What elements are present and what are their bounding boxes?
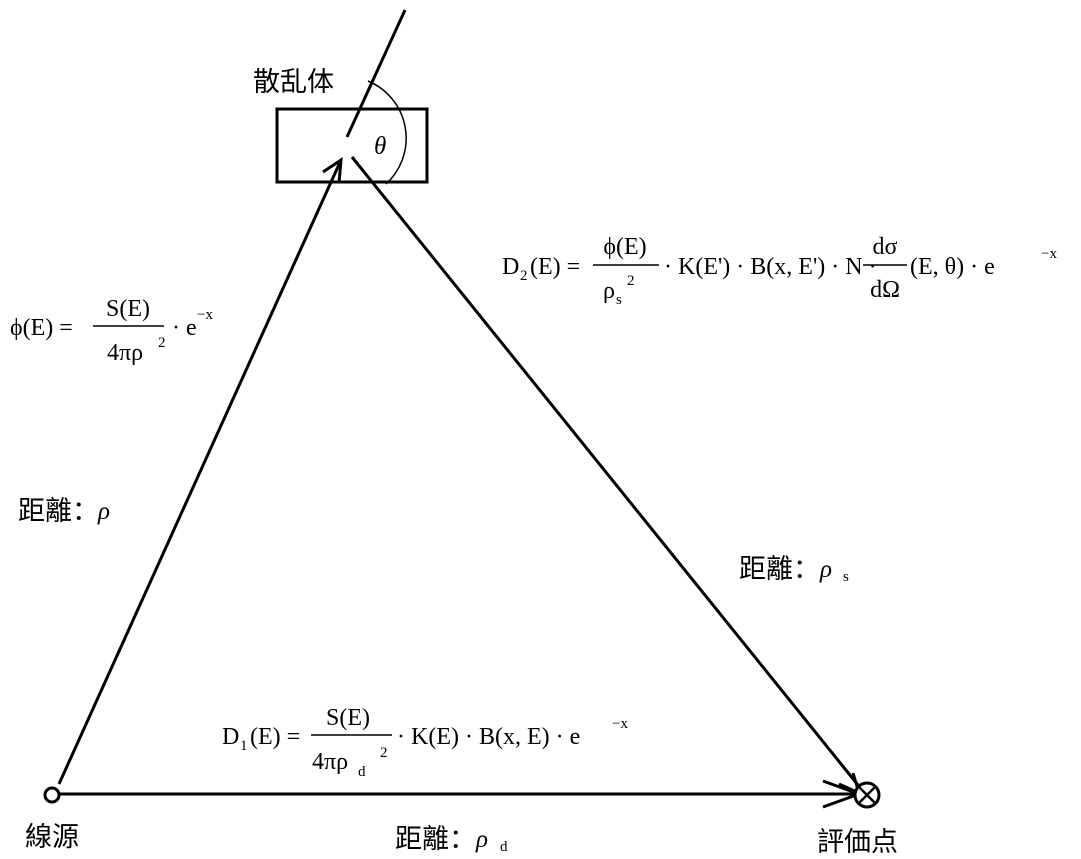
scatterer-box <box>275 107 429 184</box>
d1-formula: D 1 (E) = S(E) 4πρ d 2 · K(E) · B(x, E) … <box>222 705 628 780</box>
svg-text:d: d <box>358 764 366 780</box>
svg-text:· e: · e <box>172 315 197 341</box>
source-to-scatterer-arrow <box>57 159 343 785</box>
scatter-angle-label: θ <box>374 133 386 160</box>
svg-text:S(E): S(E) <box>106 296 150 322</box>
svg-text:ρ: ρ <box>475 826 488 853</box>
svg-text:· K(E') · B(x, E') · N ·: · K(E') · B(x, E') · N · <box>664 254 877 280</box>
svg-text:ϕ(E) =: ϕ(E) = <box>10 315 73 341</box>
scatterer-to-point-arrow <box>350 156 864 791</box>
svg-text:D: D <box>502 254 519 280</box>
distance-label-rho-d: 距離： ρ d <box>395 824 508 855</box>
svg-text:s: s <box>843 569 849 585</box>
svg-text:dσ: dσ <box>873 234 898 260</box>
svg-text:−x: −x <box>612 716 628 732</box>
svg-text:(E, θ) · e: (E, θ) · e <box>910 254 995 280</box>
svg-text:ϕ(E): ϕ(E) <box>603 234 646 260</box>
svg-text:2: 2 <box>627 273 635 289</box>
evaluation-point-marker <box>853 781 881 809</box>
svg-text:d: d <box>500 839 508 855</box>
svg-text:4πρ: 4πρ <box>312 749 348 775</box>
svg-text:−x: −x <box>1041 246 1057 262</box>
svg-text:2: 2 <box>520 268 528 284</box>
svg-text:· K(E) · B(x, E) · e: · K(E) · B(x, E) · e <box>397 724 580 750</box>
d2-formula: D 2 (E) = ϕ(E) ρ s 2 · K(E') · B(x, E') … <box>502 234 1057 308</box>
svg-text:(E) =: (E) = <box>530 254 580 280</box>
svg-text:dΩ: dΩ <box>870 277 900 303</box>
svg-text:ρ: ρ <box>603 278 615 304</box>
flux-formula: ϕ(E) = S(E) 4πρ 2 · e −x <box>10 296 213 366</box>
source-marker <box>43 786 61 804</box>
arrowhead-scatterer <box>322 157 343 184</box>
svg-text:ρ: ρ <box>97 498 110 525</box>
svg-text:4πρ: 4πρ <box>107 340 143 366</box>
svg-text:D: D <box>222 724 239 750</box>
svg-text:s: s <box>616 292 622 308</box>
svg-text:距離：: 距離： <box>395 824 476 855</box>
scatter-angle-arc <box>367 80 407 185</box>
distance-label-rho: 距離： ρ <box>18 496 110 527</box>
distance-label-rho-s: 距離： ρ s <box>739 554 849 585</box>
svg-text:−x: −x <box>197 307 213 323</box>
scatterer-label: 散乱体 <box>253 67 334 98</box>
svg-text:距離：: 距離： <box>739 554 820 585</box>
svg-text:2: 2 <box>158 335 166 351</box>
svg-text:距離：: 距離： <box>18 496 99 527</box>
evaluation-point-label: 評価点 <box>817 827 898 858</box>
svg-text:1: 1 <box>240 738 248 754</box>
source-label: 線源 <box>25 822 79 853</box>
incident-direction-line <box>345 9 407 138</box>
svg-text:(E) =: (E) = <box>250 724 300 750</box>
svg-text:ρ: ρ <box>819 556 832 583</box>
svg-text:2: 2 <box>380 745 388 761</box>
svg-text:S(E): S(E) <box>326 705 370 731</box>
